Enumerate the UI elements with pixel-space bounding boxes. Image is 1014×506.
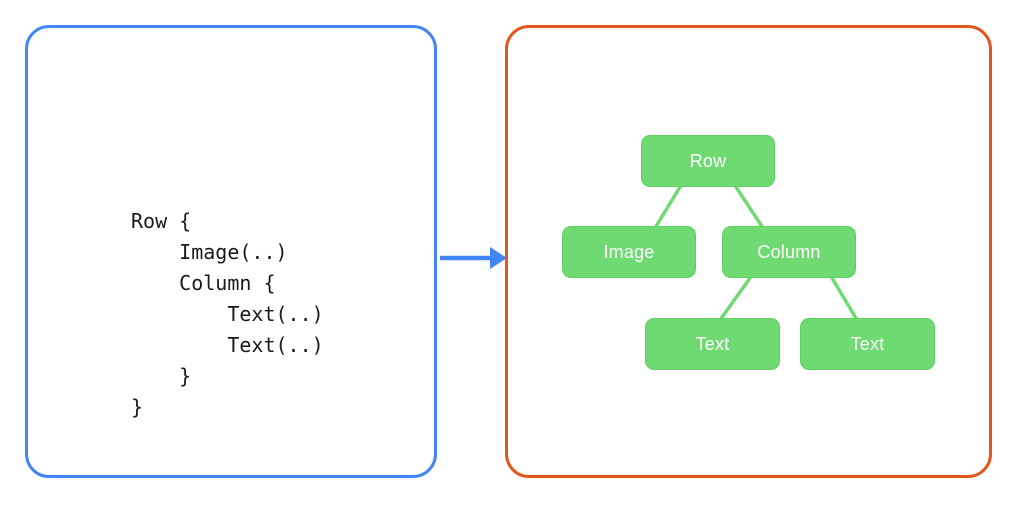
tree-edges	[653, 185, 859, 322]
edge-column-text-1	[718, 276, 752, 322]
code-snippet: Row { Image(..) Column { Text(..) Text(.…	[131, 209, 324, 419]
tree-node-label: Column	[757, 241, 821, 262]
tree-node-label: Text	[695, 333, 730, 354]
edge-row-image	[653, 185, 682, 230]
tree-node-label: Image	[603, 241, 655, 262]
edge-row-column	[734, 185, 765, 230]
tree-node-text-1[interactable]: Text	[645, 318, 780, 370]
tree-node-image[interactable]: Image	[562, 226, 696, 278]
code-panel: Row { Image(..) Column { Text(..) Text(.…	[25, 25, 437, 478]
edge-column-text-2	[830, 276, 859, 322]
tree-panel	[505, 25, 992, 478]
tree-node-row[interactable]: Row	[641, 135, 775, 187]
arrow-shaft-and-head	[440, 247, 507, 269]
tree-node-text-2[interactable]: Text	[800, 318, 935, 370]
tree-node-label: Row	[689, 150, 727, 171]
tree-node-label: Text	[850, 333, 885, 354]
arrow-head	[490, 247, 507, 269]
tree-node-column[interactable]: Column	[722, 226, 856, 278]
transform-arrow	[440, 247, 507, 269]
